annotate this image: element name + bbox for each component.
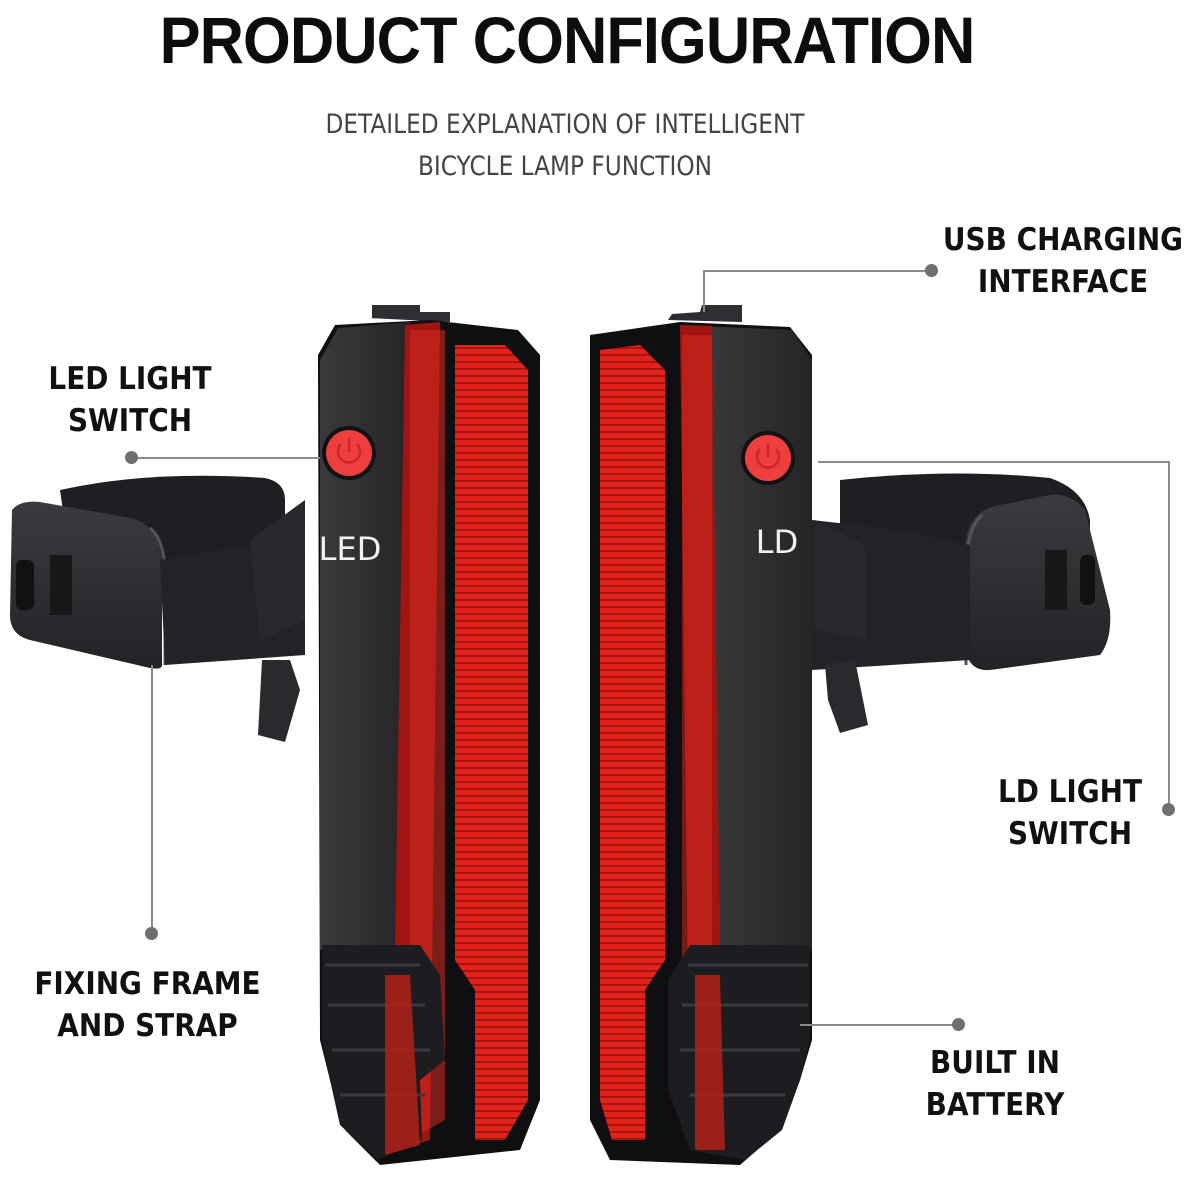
callout-ld-light-switch: LD LIGHT SWITCH xyxy=(985,771,1156,855)
leader-dot-usb xyxy=(925,264,938,277)
subtitle: DETAILED EXPLANATION OF INTELLIGENT BICY… xyxy=(251,104,879,188)
leader-line-usb-h xyxy=(703,270,931,272)
callout-fixing-frame-line2: AND STRAP xyxy=(57,1008,238,1044)
callout-usb-line2: INTERFACE xyxy=(977,264,1149,300)
page-title: PRODUCT CONFIGURATION xyxy=(159,3,976,77)
callout-led-light-switch-line1: LED LIGHT xyxy=(48,361,212,397)
callout-ld-light-switch-line2: SWITCH xyxy=(1007,816,1133,852)
left-lamp-label: LED xyxy=(319,530,382,568)
left-lamp: LED xyxy=(318,305,540,1165)
callout-fixing-frame-line1: FIXING FRAME xyxy=(34,966,261,1002)
leader-line-battery xyxy=(800,1024,957,1026)
leader-line-usb-v xyxy=(703,270,705,312)
leader-line-ld-switch-h xyxy=(818,461,1170,463)
leader-dot-led-switch xyxy=(125,451,138,464)
leader-line-ld-switch-v xyxy=(1168,461,1170,803)
callout-fixing-frame-and-strap: FIXING FRAME AND STRAP xyxy=(19,963,276,1047)
left-mount-strap xyxy=(10,475,305,742)
callout-ld-light-switch-line1: LD LIGHT xyxy=(997,774,1143,810)
subtitle-line-2: BICYCLE LAMP FUNCTION xyxy=(417,151,713,182)
leader-dot-battery xyxy=(952,1018,965,1031)
leader-line-led-switch xyxy=(132,457,320,459)
callout-usb-line1: USB CHARGING xyxy=(942,222,1184,258)
callout-battery-line2: BATTERY xyxy=(925,1087,1065,1123)
callout-battery-line1: BUILT IN xyxy=(930,1045,1060,1081)
leader-line-fixing-frame xyxy=(151,665,153,933)
right-lamp: LD xyxy=(590,305,812,1165)
right-mount-strap xyxy=(812,473,1111,733)
callout-led-light-switch-line2: SWITCH xyxy=(67,403,193,439)
right-lamp-label: LD xyxy=(756,523,798,561)
subtitle-line-1: DETAILED EXPLANATION OF INTELLIGENT xyxy=(325,109,805,140)
callout-usb-charging-interface: USB CHARGING INTERFACE xyxy=(933,219,1194,303)
callout-built-in-battery: BUILT IN BATTERY xyxy=(910,1042,1081,1126)
callout-led-light-switch: LED LIGHT SWITCH xyxy=(31,358,229,442)
leader-dot-fixing-frame xyxy=(145,927,158,940)
leader-dot-ld-switch xyxy=(1162,803,1175,816)
